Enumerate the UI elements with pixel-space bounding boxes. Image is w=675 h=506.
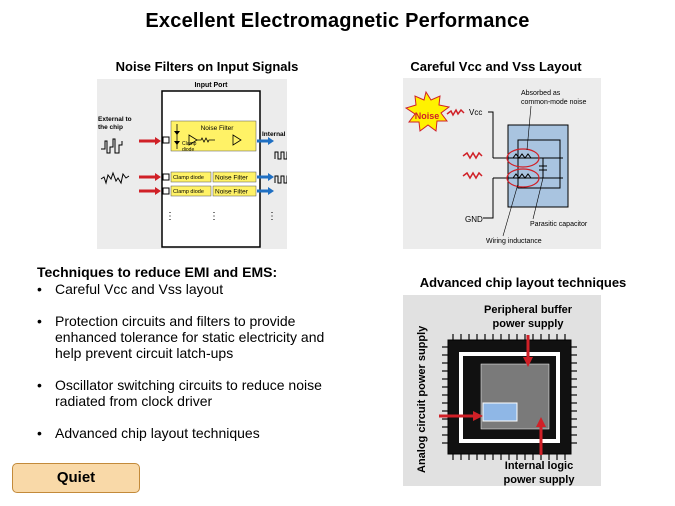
chip-layout-diagram: Peripheral buffer power supply Analog ci… (403, 295, 601, 486)
external-label-1: External to (98, 116, 132, 123)
internal-label: Internal (262, 131, 286, 138)
noise-filter-diagram: Input Port External to the chip Internal… (97, 79, 290, 249)
external-label-2: the chip (98, 124, 123, 131)
gnd-label: GND (465, 215, 483, 224)
peripheral-label-1: Peripheral buffer (484, 304, 573, 316)
dots-3: ⋮ (267, 211, 277, 222)
page-title: Excellent Electromagnetic Performance (145, 10, 530, 32)
dots-2: ⋮ (209, 211, 219, 222)
noise-filters-caption: Noise Filters on Input Signals (115, 59, 299, 74)
absorbed-label-1: Absorbed as (521, 90, 561, 97)
quiet-button[interactable]: Quiet (12, 463, 140, 493)
noise-label: Noise (415, 111, 440, 121)
parasitic-label: Parasitic capacitor (530, 221, 588, 228)
vcc-label: Vcc (469, 108, 482, 117)
noise-filter-label-3: Noise Filter (215, 189, 249, 196)
clamp-diode-label-2: Clamp diode (173, 189, 204, 195)
chip-layout-caption: Advanced chip layout techniques (419, 275, 627, 290)
techniques-list: Careful Vcc and Vss layout Protection ci… (37, 281, 377, 457)
bullet-2: Protection circuits and filters to provi… (37, 313, 377, 361)
bullet-4: Advanced chip layout techniques (37, 425, 377, 441)
noise-filter-label-1: Noise Filter (201, 125, 235, 132)
bullet-3: Oscillator switching circuits to reduce … (37, 377, 377, 409)
input-port-label: Input Port (194, 82, 228, 89)
clamp-label-1: Clamp (182, 141, 197, 147)
internal-logic-label-1: Internal logic (505, 460, 573, 472)
wiring-label: Wiring inductance (486, 238, 542, 245)
vcc-vss-caption: Careful Vcc and Vss Layout (410, 59, 582, 74)
bullet-1: Careful Vcc and Vss layout (37, 281, 377, 297)
dots-1: ⋮ (165, 211, 175, 222)
clamp-diode-label-1: Clamp diode (173, 175, 204, 181)
vcc-vss-diagram: Noise Vcc GND Absorbed as common-mode no… (403, 78, 601, 249)
absorbed-label-2: common-mode noise (521, 99, 586, 106)
clamp-label-2: diode (182, 147, 194, 153)
peripheral-label-2: power supply (493, 318, 565, 330)
noise-filter-label-2: Noise Filter (215, 175, 249, 182)
techniques-heading: Techniques to reduce EMI and EMS: (37, 264, 278, 280)
internal-logic-label-2: power supply (504, 474, 576, 486)
analog-label: Analog circuit power supply (416, 325, 428, 473)
